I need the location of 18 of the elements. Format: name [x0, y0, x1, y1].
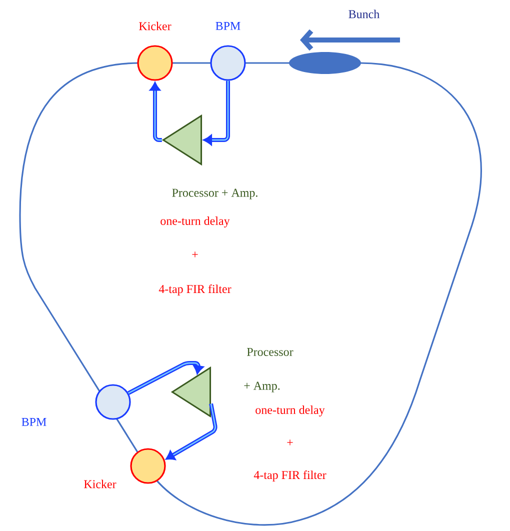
processor-note: Processor + Amp. [172, 188, 258, 200]
kicker-label: Kicker [84, 480, 116, 488]
bpm-label: BPM [216, 22, 240, 30]
kicker-label: Kicker [139, 22, 172, 30]
signal-arrow [203, 80, 230, 146]
processor-note: Processor [247, 348, 294, 356]
bunch-label: Bunch [348, 10, 380, 18]
bpm-label: BPM [22, 418, 46, 426]
processor-note: one-turn delay [256, 406, 325, 416]
signal-arrow [165, 403, 218, 460]
processor-note: + [192, 252, 198, 258]
processor-note: 4-tap FIR filter [158, 284, 232, 296]
processor-note: + [287, 440, 293, 446]
processor-note: one-turn delay [160, 216, 230, 228]
processor-note: + Amp. [244, 382, 280, 392]
signal-arrow [127, 361, 204, 395]
processor-note: 4-tap FIR filter [254, 470, 326, 482]
signal-arrow [149, 82, 162, 142]
